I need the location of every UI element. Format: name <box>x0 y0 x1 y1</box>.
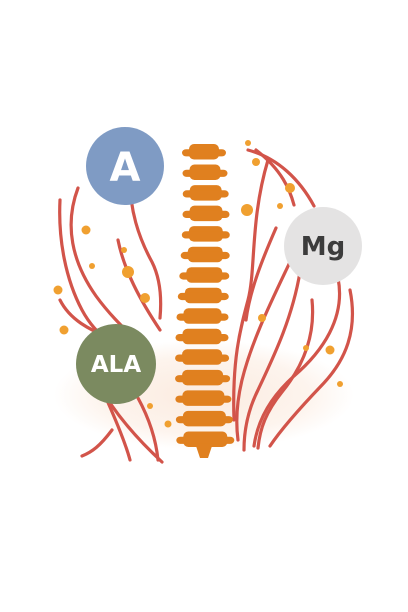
vertebra-process <box>175 416 233 424</box>
magnesium-badge: Mg <box>284 207 362 285</box>
vertebra-process <box>175 334 229 342</box>
vertebra-process <box>182 210 230 218</box>
alpha-lipoic-acid-circle <box>76 324 156 404</box>
nutrient-particles-icon <box>53 140 343 428</box>
nerve-fibers-icon <box>58 148 355 464</box>
vertebra-process <box>180 251 230 260</box>
vertebra-process <box>181 231 230 239</box>
magnesium-label: Mg <box>301 232 345 262</box>
vertebra-process <box>182 169 228 177</box>
magnesium-circle <box>284 207 362 285</box>
vertebra-process <box>175 395 232 403</box>
alpha-lipoic-acid-label: ALA <box>91 352 141 378</box>
vertebra-process <box>179 272 230 280</box>
vertebra-process <box>182 149 226 157</box>
spine-tail <box>196 446 212 458</box>
vertebra-process <box>176 436 235 444</box>
vitamin-a-circle <box>86 127 164 205</box>
vertebra-process <box>175 354 230 362</box>
vertebra-process <box>177 292 229 301</box>
vertebra-process <box>182 190 229 198</box>
vertebra-process <box>175 375 231 383</box>
spine-icon <box>175 144 235 458</box>
alpha-lipoic-acid-badge: ALA <box>76 324 156 404</box>
vitamin-a-badge: A <box>86 127 164 205</box>
vertebra-process <box>176 313 229 321</box>
vitamin-a-label: A <box>110 145 141 191</box>
